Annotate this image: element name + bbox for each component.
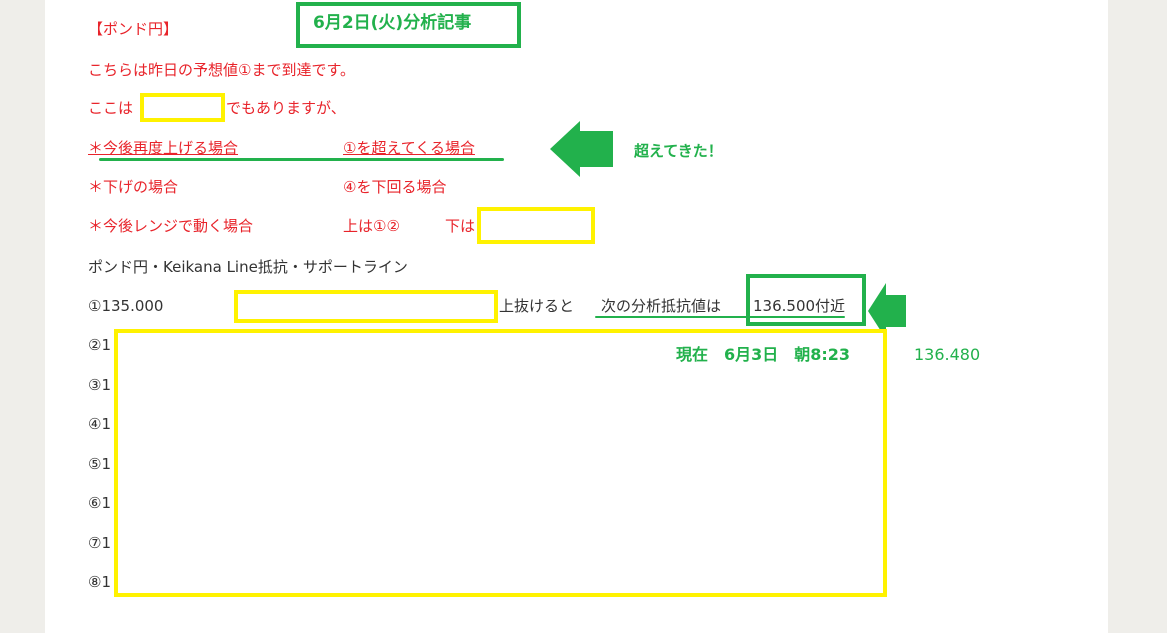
hidden-box-1 [140, 93, 225, 122]
green-underline-1 [99, 158, 504, 161]
level-1-value: ①135.000 [88, 297, 164, 315]
case-range: ＊今後レンジで動く場合 [88, 217, 254, 235]
current-price: 136.480 [914, 345, 981, 364]
level-5: ⑤1 [88, 455, 111, 473]
hidden-box-levels [114, 329, 887, 597]
hidden-box-2 [477, 207, 595, 244]
range-lower: 下は [445, 217, 476, 235]
reached-text: こちらは昨日の予想値①まで到達です。 [88, 61, 355, 79]
level-2: ②1 [88, 336, 111, 354]
case-down-condition: ④を下回る場合 [343, 178, 447, 196]
exceeded-annotation: 超えてきた！ [634, 142, 723, 160]
section-title: ポンド円・Keikana Line抵抗・サポートライン [88, 258, 408, 276]
case-down: ＊下げの場合 [88, 178, 179, 196]
current-time: 現在 6月3日 朝8:23 [676, 345, 851, 364]
case-up-condition: ①を超えてくる場合 [343, 139, 475, 157]
level-8: ⑧1 [88, 573, 111, 591]
here-prefix: ここは [88, 99, 134, 117]
pair-label: 【ポンド円】 [88, 20, 179, 38]
case-up: ＊今後再度上げる場合 [88, 139, 239, 157]
next-resistance-label: 次の分析抵抗値は [601, 297, 722, 315]
title-box [296, 2, 521, 48]
green-underline-2 [595, 316, 845, 318]
level-4: ④1 [88, 415, 111, 433]
range-upper: 上は①② [343, 217, 400, 235]
arrow-left-icon [550, 121, 613, 177]
level-6: ⑥1 [88, 494, 111, 512]
level-3: ③1 [88, 376, 111, 394]
arrow-left-icon-2 [868, 283, 906, 339]
here-suffix: でもありますが、 [226, 99, 346, 117]
next-resistance-value: 136.500付近 [753, 297, 846, 315]
break-text: 上抜けると [499, 297, 575, 315]
hidden-box-3 [234, 290, 498, 323]
level-7: ⑦1 [88, 534, 111, 552]
next-value-box [746, 274, 866, 326]
article-title: 6月2日(火)分析記事 [313, 13, 472, 33]
